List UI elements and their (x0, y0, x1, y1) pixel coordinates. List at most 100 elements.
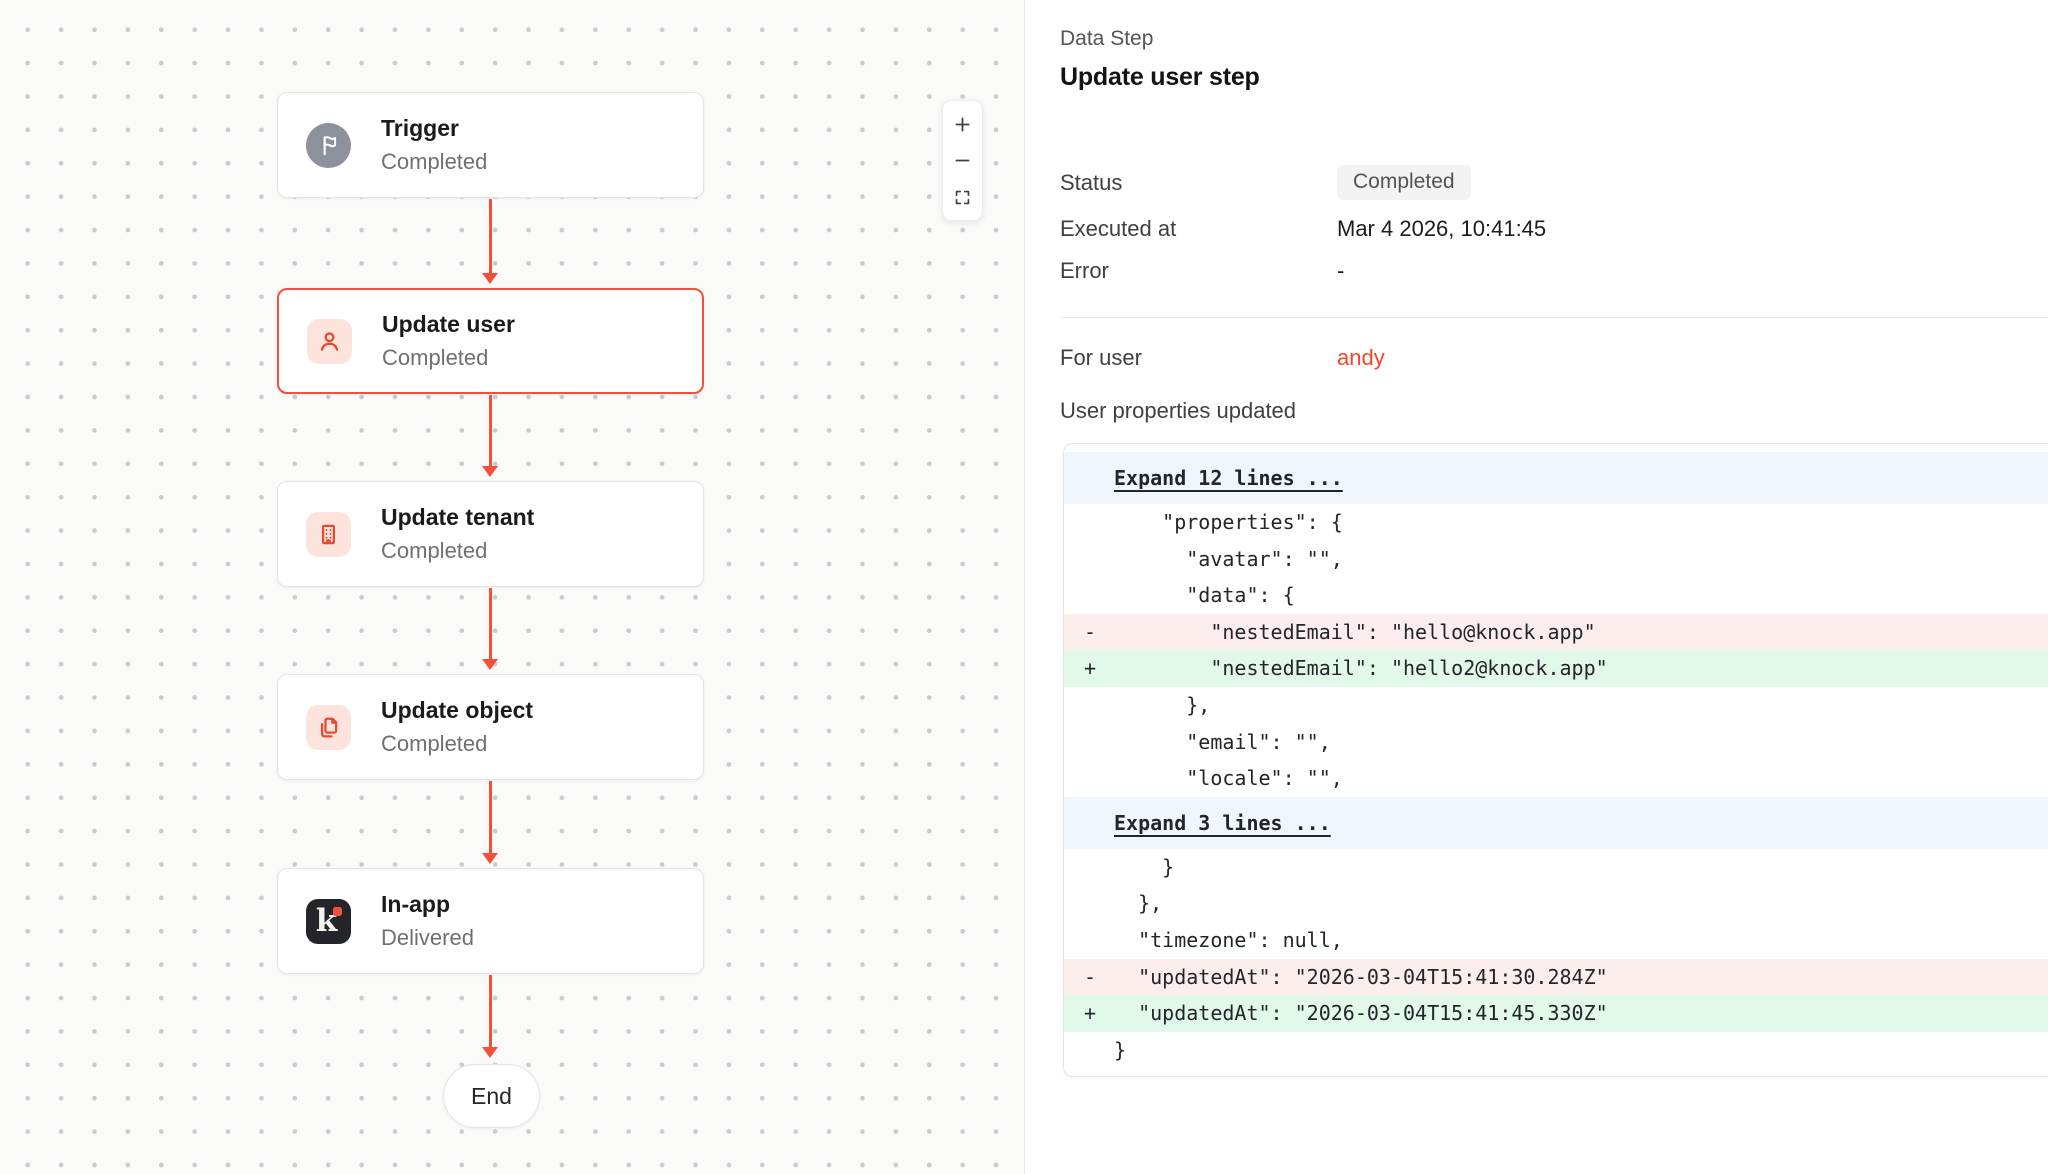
node-title: Update user (382, 311, 515, 337)
diff-code: "timezone": null, (1114, 927, 1343, 952)
diff-marker (1064, 577, 1114, 614)
workflow-arrow (482, 588, 499, 670)
zoom-out-button[interactable] (949, 147, 977, 175)
fit-view-button[interactable] (949, 183, 977, 211)
error-label: Error (1060, 258, 1109, 283)
diff-marker (1064, 687, 1114, 724)
node-title: In-app (381, 891, 450, 917)
files-icon (306, 704, 351, 750)
knock-dot (333, 906, 342, 916)
node-status: Completed (381, 731, 488, 756)
diff-code: "locale": "", (1114, 766, 1343, 791)
diff-expand-row[interactable]: Expand 3 lines ... (1064, 796, 2048, 849)
node-update-tenant[interactable]: Update tenant Completed (277, 481, 704, 587)
diff-row: }, (1064, 885, 2048, 922)
diff-row: "locale": "", (1064, 760, 2048, 797)
step-fields: Status Completed Executed at Mar 4 2026,… (1060, 165, 2048, 284)
diff-code: }, (1114, 891, 1163, 916)
diff-row: } (1064, 1032, 2048, 1069)
node-status: Completed (381, 538, 488, 563)
node-status: Completed (381, 149, 488, 174)
diff-row-deletion: - "updatedAt": "2026-03-04T15:41:30.284Z… (1064, 958, 2048, 996)
diff-marker: + (1084, 1001, 1097, 1026)
node-update-object[interactable]: Update object Completed (277, 674, 704, 780)
diff-marker: + (1084, 656, 1097, 681)
user-properties-diff: Expand 12 lines ... "properties": { "ava… (1063, 443, 2048, 1078)
step-type-label: Data Step (1060, 27, 1154, 50)
executed-at-label: Executed at (1060, 216, 1177, 241)
flag-icon (306, 122, 351, 168)
node-title: Update tenant (381, 504, 535, 530)
knock-logo-icon: k (306, 898, 351, 944)
diff-code: "data": { (1114, 583, 1295, 608)
section-divider (1060, 317, 2048, 318)
node-status: Completed (382, 345, 489, 370)
workflow-canvas[interactable]: Trigger Completed Update user Completed (0, 0, 1025, 1174)
error-value: - (1337, 258, 1345, 283)
field-executed-at: Executed at Mar 4 2026, 10:41:45 (1060, 216, 2048, 242)
diff-marker (1064, 724, 1114, 761)
diff-marker (1064, 849, 1114, 886)
plus-icon (955, 117, 970, 131)
diff-row: } (1064, 849, 2048, 886)
diff-marker: - (1084, 964, 1097, 989)
diff-row: }, (1064, 687, 2048, 724)
knock-k-glyph: k (315, 902, 338, 939)
diff-code: "properties": { (1114, 510, 1343, 534)
workflow-arrow (482, 975, 499, 1058)
field-for-user: For user andy (1060, 345, 2048, 371)
node-end[interactable]: End (443, 1064, 540, 1128)
field-status: Status Completed (1060, 165, 2048, 200)
node-status: Delivered (381, 925, 474, 950)
diff-code: "nestedEmail": "hello@knock.app" (1114, 619, 1596, 644)
executed-at-value: Mar 4 2026, 10:41:45 (1337, 216, 1547, 241)
diff-marker (1064, 1032, 1114, 1069)
diff-marker (1064, 760, 1114, 797)
diff-code: "updatedAt": "2026-03-04T15:41:30.284Z" (1114, 964, 1608, 989)
node-in-app[interactable]: k In-app Delivered (277, 868, 704, 974)
diff-marker (1064, 504, 1114, 541)
node-title: Trigger (381, 115, 459, 141)
workflow-arrow (482, 199, 499, 284)
diff-expand-row[interactable]: Expand 12 lines ... (1064, 452, 2048, 504)
canvas-zoom-controls (942, 100, 983, 221)
diff-row: "email": "", (1064, 724, 2048, 761)
workflow-arrow (482, 395, 499, 477)
page-title: Update user step (1060, 63, 1260, 91)
workflow-arrow (482, 781, 499, 864)
diff-marker (1064, 885, 1114, 922)
diff-marker (1064, 541, 1114, 578)
building-icon (306, 511, 351, 557)
node-title: Update object (381, 697, 534, 723)
diff-marker (1064, 922, 1114, 959)
diff-code: }, (1114, 692, 1211, 717)
diff-row: "properties": { (1064, 504, 2048, 541)
diff-code: } (1114, 1037, 1127, 1062)
expand-lines-link[interactable]: Expand 12 lines ... (1114, 466, 1343, 490)
step-detail-panel: Data Step Update user step Status Comple… (1025, 0, 2048, 1174)
end-label: End (471, 1082, 512, 1109)
diff-section-label: User properties updated (1060, 398, 1297, 423)
status-label: Status (1060, 169, 1123, 195)
diff-row: "timezone": null, (1064, 922, 2048, 959)
diff-code: "email": "", (1114, 729, 1331, 754)
diff-code: "nestedEmail": "hello2@knock.app" (1114, 656, 1608, 681)
diff-row: "data": { (1064, 577, 2048, 614)
diff-row-addition: + "updatedAt": "2026-03-04T15:41:45.330Z… (1064, 995, 2048, 1032)
for-user-link[interactable]: andy (1337, 345, 1385, 370)
expand-lines-link[interactable]: Expand 3 lines ... (1114, 810, 1331, 835)
field-error: Error - (1060, 258, 2048, 284)
zoom-in-button[interactable] (949, 110, 977, 138)
diff-row-deletion: - "nestedEmail": "hello@knock.app" (1064, 613, 2048, 651)
diff-row: "avatar": "", (1064, 541, 2048, 578)
node-update-user[interactable]: Update user Completed (277, 288, 704, 394)
diff-code: "updatedAt": "2026-03-04T15:41:45.330Z" (1114, 1001, 1608, 1026)
minus-icon (955, 159, 970, 162)
diff-code: "avatar": "", (1114, 546, 1343, 571)
node-trigger[interactable]: Trigger Completed (277, 92, 704, 198)
diff-code: } (1114, 854, 1175, 879)
fullscreen-icon (955, 190, 970, 204)
diff-marker: - (1084, 619, 1097, 644)
user-icon (307, 318, 352, 364)
